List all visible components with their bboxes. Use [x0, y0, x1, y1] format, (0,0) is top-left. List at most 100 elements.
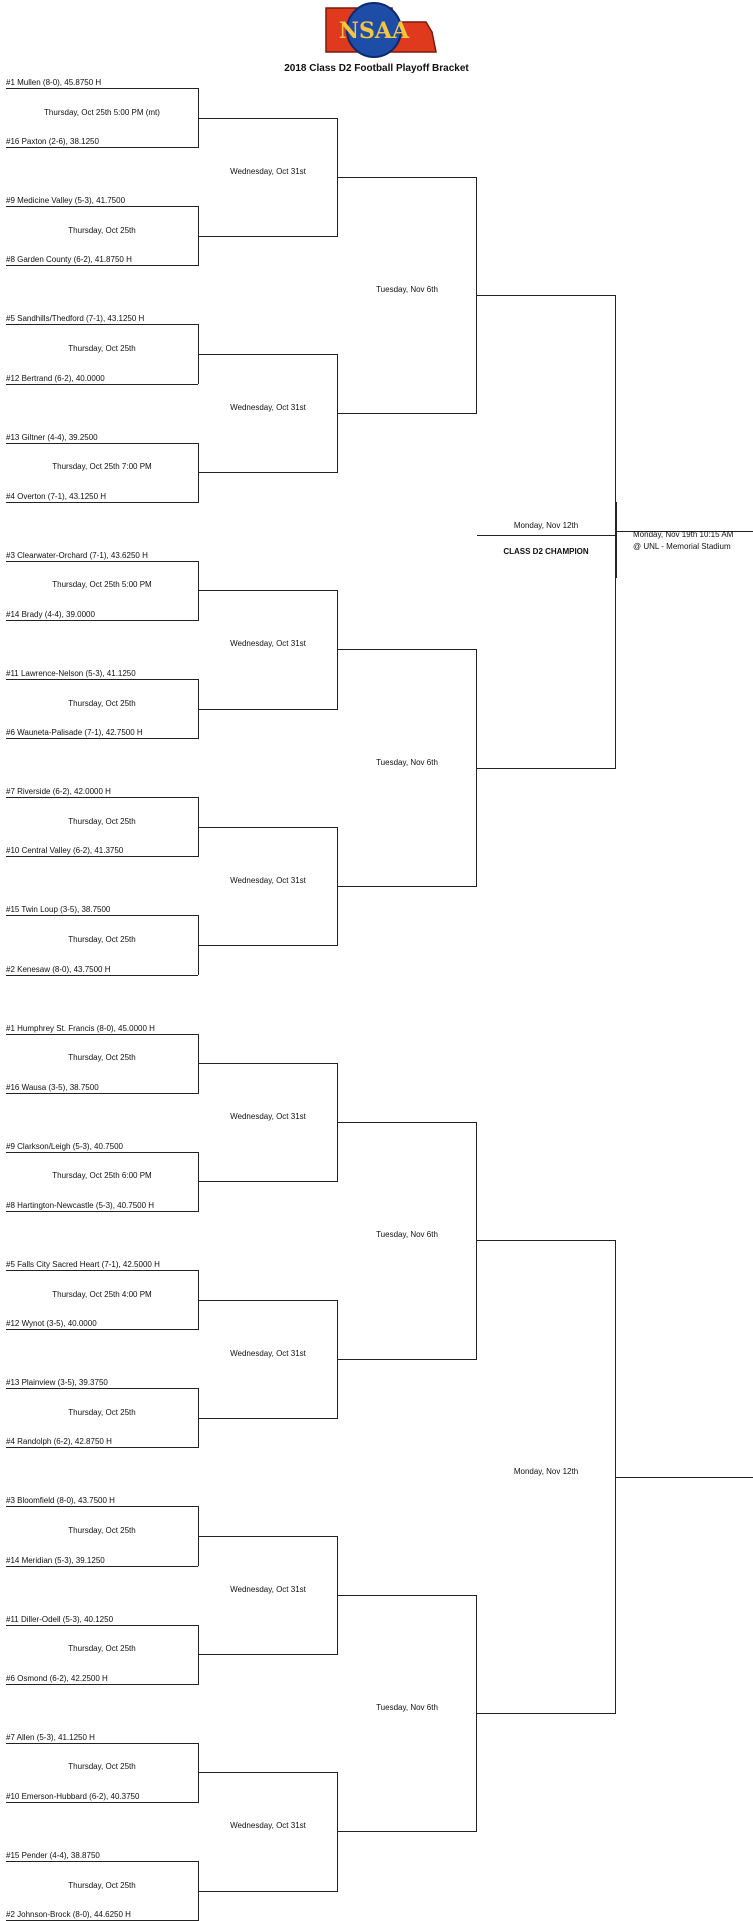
team-entry: #11 Diller-Odell (5-3), 40.1250	[6, 1614, 114, 1624]
round1-date: Thursday, Oct 25th 6:00 PM	[52, 1171, 152, 1181]
svg-text:NSAA: NSAA	[339, 18, 410, 44]
round3-line	[337, 885, 477, 887]
round4-line	[476, 767, 616, 769]
team-entry: #12 Wynot (3-5), 40.0000	[6, 1319, 97, 1329]
round2-line	[198, 1417, 338, 1419]
round1-date: Thursday, Oct 25th	[68, 1644, 136, 1654]
team-line	[6, 1092, 198, 1094]
team-line	[6, 797, 198, 799]
round1-date: Thursday, Oct 25th	[68, 225, 136, 235]
round4-line	[476, 1713, 616, 1715]
team-entry: #15 Twin Loup (3-5), 38.7500	[6, 905, 111, 915]
team-entry: #11 Lawrence-Nelson (5-3), 41.1250	[6, 669, 136, 678]
team-entry: #9 Medicine Valley (5-3), 41.7500	[6, 196, 126, 206]
round2-line	[198, 708, 338, 710]
team-entry: #9 Clarkson/Leigh (5-3), 40.7500	[6, 1141, 123, 1151]
round2-line	[198, 1890, 338, 1892]
round1-date: Thursday, Oct 25th	[68, 1880, 136, 1890]
round1-date: Thursday, Oct 25th	[68, 698, 136, 708]
team-entry: #10 Central Valley (6-2), 41.3750	[6, 846, 124, 856]
round2-line	[198, 235, 338, 237]
team-line	[6, 1033, 198, 1035]
team-line	[6, 383, 198, 385]
team-entry: #1 Mullen (8-0), 45.8750 H	[6, 78, 102, 87]
team-entry: #2 Kenesaw (8-0), 43.7500 H	[6, 964, 111, 974]
round1-date: Thursday, Oct 25th 4:00 PM	[52, 1289, 152, 1299]
team-line	[6, 88, 198, 89]
team-entry: #2 Johnson-Brock (8-0), 44.6250 H	[6, 1910, 131, 1920]
round1-date: Thursday, Oct 25th	[68, 1762, 136, 1772]
championship-date: Monday, Nov 19th 10:15 AM	[633, 530, 734, 539]
round2-line	[198, 1535, 338, 1537]
team-entry: #3 Clearwater-Orchard (7-1), 43.6250 H	[6, 550, 148, 560]
nsaa-logo: NSAA	[322, 0, 440, 62]
round3-line	[337, 1358, 477, 1360]
team-line	[6, 1861, 198, 1862]
round3-date: Tuesday, Nov 6th	[376, 757, 438, 767]
team-line	[6, 915, 198, 917]
team-line	[6, 974, 198, 976]
round4-date: Monday, Nov 12th	[513, 521, 579, 531]
team-line	[6, 147, 198, 149]
team-line	[6, 1624, 198, 1626]
round3-date: Tuesday, Nov 6th	[376, 284, 438, 294]
round1-date: Thursday, Oct 25th 5:00 PM (mt)	[44, 107, 160, 117]
round1-date: Thursday, Oct 25th	[68, 1525, 136, 1535]
team-entry: #10 Emerson-Hubbard (6-2), 40.3750	[6, 1791, 140, 1801]
team-entry: #12 Bertrand (6-2), 40.0000	[6, 373, 105, 383]
team-entry: #8 Hartington-Newcastle (5-3), 40.7500 H	[6, 1200, 155, 1210]
round2-line	[198, 944, 338, 946]
round1-date: Thursday, Oct 25th 7:00 PM	[52, 462, 152, 472]
team-entry: #4 Overton (7-1), 43.1250 H	[6, 491, 107, 501]
team-line	[6, 619, 198, 621]
team-line	[6, 1210, 198, 1212]
team-line	[6, 1683, 198, 1685]
team-line	[6, 501, 198, 503]
round2-date: Wednesday, Oct 31st	[230, 1112, 306, 1122]
round2-line	[198, 353, 338, 355]
round2-line	[198, 826, 338, 828]
team-entry: #7 Allen (5-3), 41.1250 H	[6, 1732, 95, 1742]
team-entry: #6 Osmond (6-2), 42.2500 H	[6, 1673, 108, 1683]
team-line	[6, 679, 198, 680]
round2-line	[198, 590, 338, 592]
team-entry: #14 Brady (4-4), 39.0000	[6, 609, 95, 619]
round1-date: Thursday, Oct 25th	[68, 343, 136, 353]
team-line	[6, 1270, 198, 1271]
team-line	[6, 1447, 198, 1449]
round2-line	[198, 117, 338, 119]
team-entry: #5 Falls City Sacred Heart (7-1), 42.500…	[6, 1260, 160, 1269]
round2-line	[198, 1063, 338, 1065]
round4-date: Monday, Nov 12th	[513, 1466, 579, 1476]
team-line	[6, 442, 198, 444]
team-line	[6, 856, 198, 858]
team-entry: #15 Pender (4-4), 38.8750	[6, 1851, 100, 1860]
round2-date: Wednesday, Oct 31st	[230, 1821, 306, 1831]
team-entry: #4 Randolph (6-2), 42.8750 H	[6, 1437, 112, 1447]
bracket-title: 2018 Class D2 Football Playoff Bracket	[284, 63, 469, 74]
champion-divider	[616, 502, 617, 578]
round2-line	[198, 1299, 338, 1301]
round3-line	[337, 649, 477, 651]
team-entry: #16 Paxton (2-6), 38.1250	[6, 137, 99, 147]
team-line	[6, 206, 198, 208]
round2-date: Wednesday, Oct 31st	[230, 875, 306, 885]
team-line	[6, 1565, 198, 1567]
champion-line	[477, 535, 615, 536]
team-entry: #16 Wausa (3-5), 38.7500	[6, 1082, 99, 1092]
team-line	[6, 1329, 198, 1331]
team-line	[6, 1388, 198, 1390]
round2-line	[198, 472, 338, 474]
team-line	[6, 738, 198, 740]
final-line	[615, 531, 753, 533]
round3-date: Tuesday, Nov 6th	[376, 1230, 438, 1240]
championship-venue: @ UNL - Memorial Stadium	[633, 542, 731, 551]
team-line	[6, 1506, 198, 1508]
team-entry: #13 Giltner (4-4), 39.2500	[6, 432, 98, 442]
team-entry: #1 Humphrey St. Francis (8-0), 45.0000 H	[6, 1023, 155, 1033]
round3-line	[337, 1122, 477, 1124]
team-line	[6, 1801, 198, 1803]
round2-date: Wednesday, Oct 31st	[230, 403, 306, 413]
round3-line	[337, 1595, 477, 1597]
round3-line	[337, 176, 477, 178]
